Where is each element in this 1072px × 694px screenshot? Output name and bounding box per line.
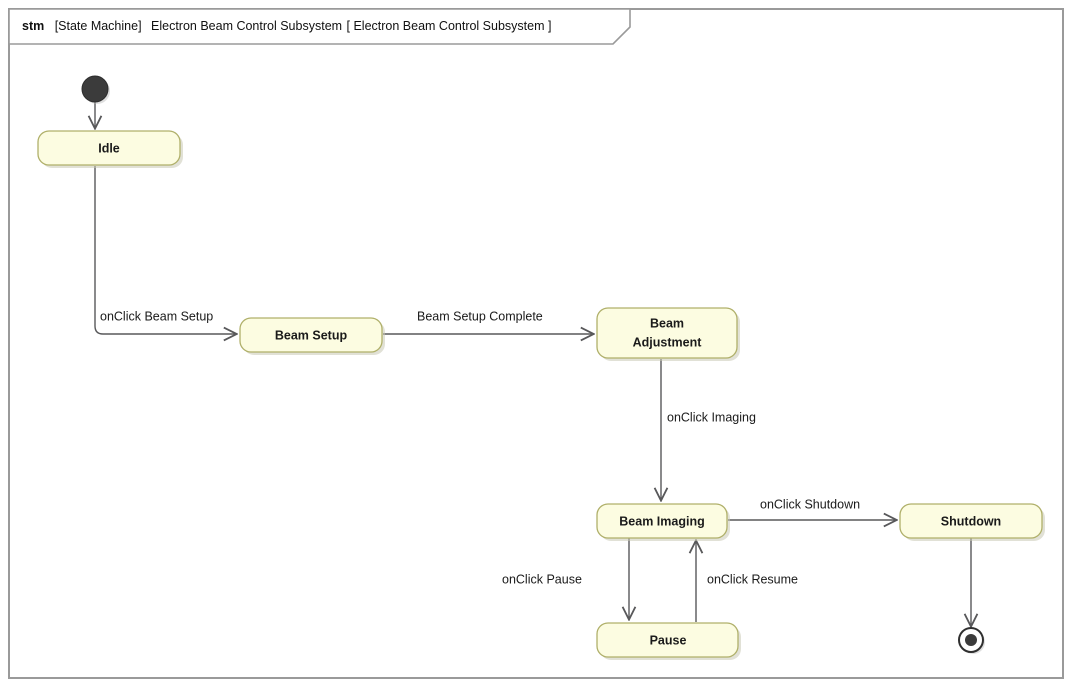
state-label-idle: Idle — [98, 141, 120, 155]
state-label-beam-imaging: Beam Imaging — [619, 514, 704, 528]
frame-header-tab — [8, 8, 631, 45]
state-label-beam-adjustment-line2: Adjustment — [633, 335, 703, 349]
initial-state-node[interactable] — [81, 75, 110, 104]
edge-label-onclick-beam-setup: onClick Beam Setup — [100, 309, 213, 323]
state-node-beam-adjustment[interactable]: Beam Adjustment — [596, 307, 740, 361]
edge-label-onclick-shutdown: onClick Shutdown — [760, 497, 860, 511]
state-node-beam-setup[interactable]: Beam Setup — [239, 317, 385, 355]
state-label-shutdown: Shutdown — [941, 514, 1001, 528]
state-label-beam-setup: Beam Setup — [275, 328, 348, 342]
frame-header-qualifier: [ Electron Beam Control Subsystem ] — [347, 19, 552, 33]
state-label-beam-adjustment-line1: Beam — [650, 316, 684, 330]
frame-header-name: Electron Beam Control Subsystem — [151, 19, 342, 33]
edge-label-onclick-resume: onClick Resume — [707, 572, 798, 586]
edge-label-onclick-pause: onClick Pause — [502, 572, 582, 586]
state-node-pause[interactable]: Pause — [596, 622, 741, 660]
state-node-beam-imaging[interactable]: Beam Imaging — [596, 503, 730, 541]
state-node-idle[interactable]: Idle — [37, 130, 183, 168]
edge-label-onclick-imaging: onClick Imaging — [667, 410, 756, 424]
diagram-frame — [8, 8, 1064, 679]
final-state-node[interactable] — [958, 627, 985, 654]
frame-header-kind: stm — [22, 19, 44, 33]
frame-header-stereotype: [State Machine] — [55, 19, 142, 33]
edge-label-beam-setup-complete: Beam Setup Complete — [417, 309, 543, 323]
state-label-pause: Pause — [650, 633, 687, 647]
transition-idle-to-beam-setup — [94, 166, 236, 334]
state-node-shutdown[interactable]: Shutdown — [899, 503, 1045, 541]
frame-header-text: stm [State Machine] Electron Beam Contro… — [22, 17, 551, 34]
